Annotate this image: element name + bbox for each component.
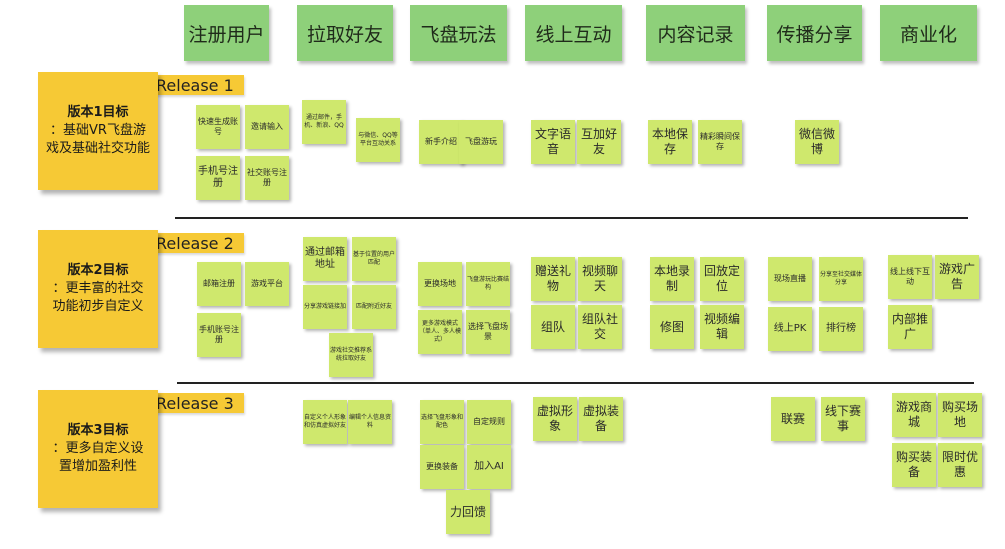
sticky-note: 匹配附近好友	[352, 285, 396, 329]
sticky-note: 赠送礼物	[531, 257, 575, 301]
sticky-note: 与微信、QQ等平台互动关系	[356, 118, 400, 162]
sticky-note: 游戏商城	[892, 393, 936, 437]
sticky-note: 飞盘游玩	[459, 120, 503, 164]
sticky-note: 组队	[531, 305, 575, 349]
release-1-goal-title: 版本1目标	[67, 105, 129, 120]
release-separator-1	[175, 217, 968, 219]
sticky-note: 邀请输入	[245, 105, 289, 149]
sticky-note: 新手介绍	[419, 120, 463, 164]
sticky-note: 视频编辑	[700, 305, 744, 349]
sticky-note: 自定规则	[467, 400, 511, 444]
sticky-note: 分享至社交媒体分享	[819, 257, 863, 301]
release-1-label: Release 1	[152, 75, 244, 95]
sticky-note: 现场直播	[768, 257, 812, 301]
sticky-note: 选择飞盘场景	[466, 310, 510, 354]
sticky-note: 游戏广告	[935, 255, 979, 299]
sticky-note: 自定义个人形象和仿真虚拟好友	[303, 400, 347, 444]
release-3-goal: 版本3目标 ：更多自定义设置增加盈利性	[38, 390, 158, 508]
sticky-note: 视频聊天	[578, 257, 622, 301]
sticky-note: 加入AI	[467, 445, 511, 489]
sticky-note: 通过邮箱地址	[303, 237, 347, 281]
column-header-content-record: 内容记录	[646, 5, 745, 61]
sticky-note: 限时优惠	[938, 443, 982, 487]
sticky-note: 本地录制	[650, 257, 694, 301]
release-2-goal: 版本2目标 ：更丰富的社交功能初步自定义	[38, 230, 158, 348]
sticky-note: 微信微博	[795, 120, 839, 164]
sticky-note: 更换场地	[418, 262, 462, 306]
sticky-note: 更换装备	[420, 445, 464, 489]
sticky-note: 回放定位	[700, 257, 744, 301]
sticky-note: 虚拟装备	[579, 397, 623, 441]
sticky-note: 排行榜	[819, 307, 863, 351]
release-2-goal-text: ：更丰富的社交功能初步自定义	[52, 281, 144, 314]
sticky-note: 修图	[650, 305, 694, 349]
sticky-note: 分享游戏链接加	[303, 285, 347, 329]
column-header-invite-friends: 拉取好友	[297, 5, 393, 61]
sticky-note: 本地保存	[648, 120, 692, 164]
sticky-note: 互加好友	[577, 120, 621, 164]
sticky-note: 飞盘游玩比赛结构	[466, 262, 510, 306]
sticky-note: 购买装备	[892, 443, 936, 487]
column-header-monetization: 商业化	[880, 5, 977, 61]
release-2-goal-title: 版本2目标	[67, 263, 129, 278]
sticky-note: 编辑个人信息资料	[348, 400, 392, 444]
column-header-share: 传播分享	[767, 5, 862, 61]
sticky-note: 社交账号注册	[245, 156, 289, 200]
sticky-note: 文字语音	[531, 120, 575, 164]
sticky-note: 联赛	[771, 397, 815, 441]
release-2-label: Release 2	[152, 233, 244, 253]
sticky-note: 精彩瞬间保存	[698, 120, 742, 164]
release-1-goal: 版本1目标 ：基础VR飞盘游戏及基础社交功能	[38, 72, 158, 190]
sticky-note: 选择飞盘形象和配色	[420, 400, 464, 444]
sticky-note: 游戏社交推荐系统拉取好友	[329, 333, 373, 377]
sticky-note: 线上PK	[768, 307, 812, 351]
sticky-note: 游戏平台	[245, 262, 289, 306]
sticky-note: 虚拟形象	[533, 397, 577, 441]
release-3-label: Release 3	[152, 393, 244, 413]
release-3-goal-text: ：更多自定义设置增加盈利性	[52, 441, 144, 474]
sticky-note: 线上线下互动	[888, 255, 932, 299]
release-1-goal-text: ：基础VR飞盘游戏及基础社交功能	[46, 123, 151, 156]
sticky-note: 手机号注册	[196, 156, 240, 200]
release-separator-2	[177, 382, 974, 384]
sticky-note: 快速生成账号	[196, 105, 240, 149]
sticky-note: 邮箱注册	[197, 262, 241, 306]
column-header-online-interaction: 线上互动	[525, 5, 622, 61]
sticky-note: 基于位置的用户匹配	[352, 237, 396, 281]
column-header-register: 注册用户	[184, 5, 269, 61]
sticky-note: 购买场地	[938, 393, 982, 437]
release-3-goal-title: 版本3目标	[67, 423, 129, 438]
column-header-frisbee-gameplay: 飞盘玩法	[410, 5, 507, 61]
sticky-note: 内部推广	[888, 305, 932, 349]
sticky-note: 通过邮件，手机、新浪、QQ	[302, 100, 346, 144]
sticky-note: 力回馈	[446, 490, 490, 534]
sticky-note: 组队社交	[578, 305, 622, 349]
sticky-note: 手机账号注册	[197, 313, 241, 357]
sticky-note: 线下赛事	[821, 397, 865, 441]
sticky-note: 更多游戏模式（单人、多人模式）	[418, 310, 462, 354]
